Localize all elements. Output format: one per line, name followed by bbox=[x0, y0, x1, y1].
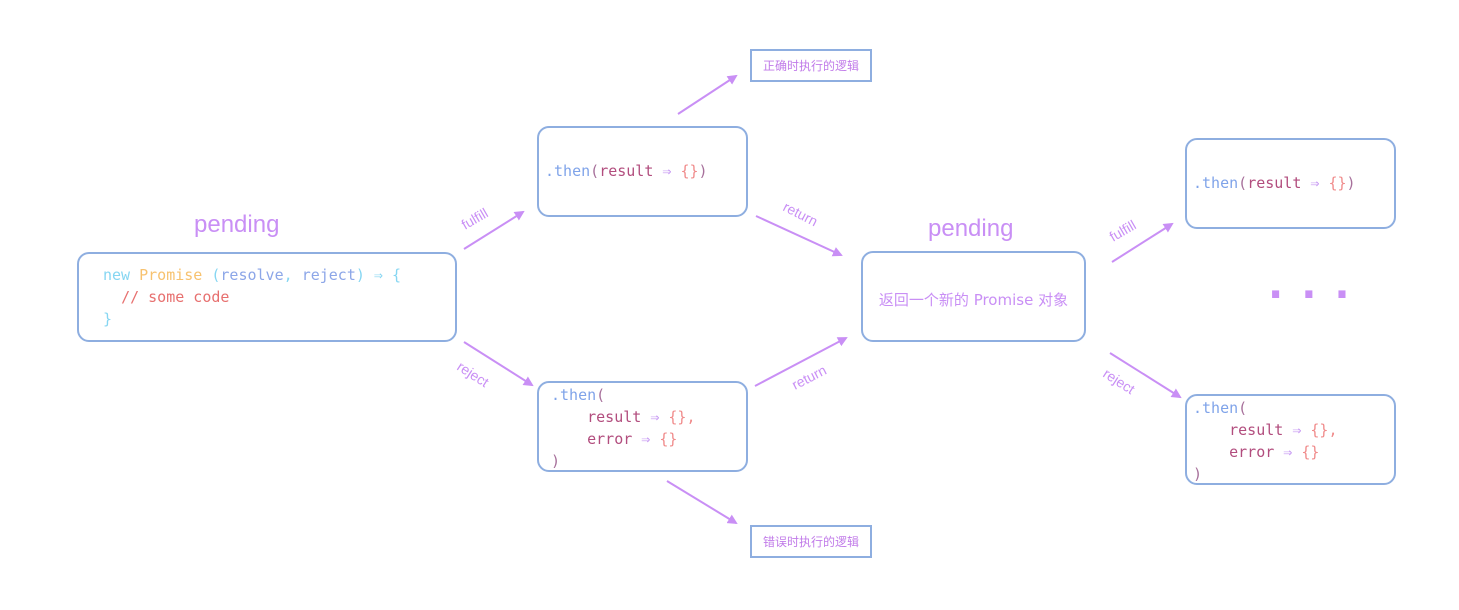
arrow-reject-2 bbox=[1109, 352, 1182, 399]
then-arrow-1: ⇒ bbox=[1283, 421, 1311, 439]
then-arrow-1: ⇒ bbox=[641, 408, 669, 426]
then-fn: .then bbox=[545, 162, 591, 180]
then-arrow: ⇒ bbox=[653, 162, 681, 180]
then-brace-2: {} bbox=[659, 430, 678, 448]
then-brace: {} bbox=[680, 162, 699, 180]
then-result: result bbox=[599, 162, 654, 180]
then-fn: .then bbox=[1193, 174, 1239, 192]
then-close: ) bbox=[1193, 465, 1203, 483]
then-open: ( bbox=[1238, 399, 1248, 417]
then-open: ( bbox=[1238, 174, 1248, 192]
then-arrow: ⇒ bbox=[1301, 174, 1329, 192]
ellipsis: ··· bbox=[1268, 272, 1368, 318]
then-result: result bbox=[1229, 421, 1284, 439]
arrow-return-1 bbox=[755, 215, 843, 257]
then-fn: .then bbox=[551, 386, 597, 404]
then-open: ( bbox=[590, 162, 600, 180]
then-close: ) bbox=[1346, 174, 1356, 192]
then-result: result bbox=[1247, 174, 1302, 192]
label-fulfill-1: fulfill bbox=[459, 205, 491, 233]
arrow-success-note bbox=[677, 74, 738, 115]
then-fulfill-code-2: .then(result ⇒ {}) bbox=[1193, 172, 1356, 194]
then-reject-code: .then( result ⇒ {}, error ⇒ {} ) bbox=[551, 384, 696, 472]
kw-new: new bbox=[103, 266, 131, 284]
new-promise-box: 返回一个新的 Promise 对象 bbox=[861, 251, 1086, 342]
state-pending-2: pending bbox=[928, 215, 1014, 242]
arrow-reject-1 bbox=[463, 341, 534, 387]
executor-box: new Promise (resolve, reject) ⇒ { // som… bbox=[77, 252, 457, 342]
open-paren: ( bbox=[202, 266, 221, 284]
label-reject-1: reject bbox=[454, 358, 492, 390]
then-arrow-2: ⇒ bbox=[1274, 443, 1302, 461]
then-reject-code-2: .then( result ⇒ {}, error ⇒ {} ) bbox=[1193, 397, 1338, 485]
then-fulfill-code: .then(result ⇒ {}) bbox=[545, 160, 708, 182]
arrow-error-note bbox=[666, 480, 738, 525]
close-brace: } bbox=[103, 310, 113, 328]
then-brace-1: {}, bbox=[1310, 421, 1338, 439]
then-fulfill-box-2: .then(result ⇒ {}) bbox=[1185, 138, 1396, 229]
comma: , bbox=[283, 266, 293, 284]
then-error: error bbox=[587, 430, 633, 448]
then-brace-1: {}, bbox=[668, 408, 696, 426]
note-error: 错误时执行的逻辑 bbox=[750, 525, 872, 558]
label-return-1: return bbox=[781, 198, 821, 229]
executor-code: new Promise (resolve, reject) ⇒ { // som… bbox=[103, 264, 401, 330]
then-arrow-2: ⇒ bbox=[632, 430, 660, 448]
then-open: ( bbox=[596, 386, 606, 404]
state-pending-1: pending bbox=[194, 211, 280, 238]
then-result: result bbox=[587, 408, 642, 426]
then-error: error bbox=[1229, 443, 1275, 461]
then-brace: {} bbox=[1328, 174, 1347, 192]
arrow-fulfill-1 bbox=[463, 210, 525, 250]
then-close: ) bbox=[698, 162, 708, 180]
arrow-fulfill-2 bbox=[1111, 222, 1174, 263]
new-promise-text: 返回一个新的 Promise 对象 bbox=[878, 291, 1069, 309]
then-close: ) bbox=[551, 452, 561, 470]
then-brace-2: {} bbox=[1301, 443, 1320, 461]
label-reject-2: reject bbox=[1100, 365, 1138, 397]
arrow-return-2 bbox=[754, 337, 848, 387]
param-resolve: resolve bbox=[220, 266, 284, 284]
cls-promise: Promise bbox=[139, 266, 203, 284]
label-return-2: return bbox=[789, 362, 829, 393]
label-fulfill-2: fulfill bbox=[1107, 217, 1139, 245]
then-reject-box-2: .then( result ⇒ {}, error ⇒ {} ) bbox=[1185, 394, 1396, 485]
close-arrow: ) ⇒ { bbox=[355, 266, 402, 284]
param-reject: reject bbox=[301, 266, 356, 284]
then-fulfill-box: .then(result ⇒ {}) bbox=[537, 126, 748, 217]
then-reject-box: .then( result ⇒ {}, error ⇒ {} ) bbox=[537, 381, 748, 472]
code-comment: // some code bbox=[121, 288, 230, 306]
note-success: 正确时执行的逻辑 bbox=[750, 49, 872, 82]
then-fn: .then bbox=[1193, 399, 1239, 417]
